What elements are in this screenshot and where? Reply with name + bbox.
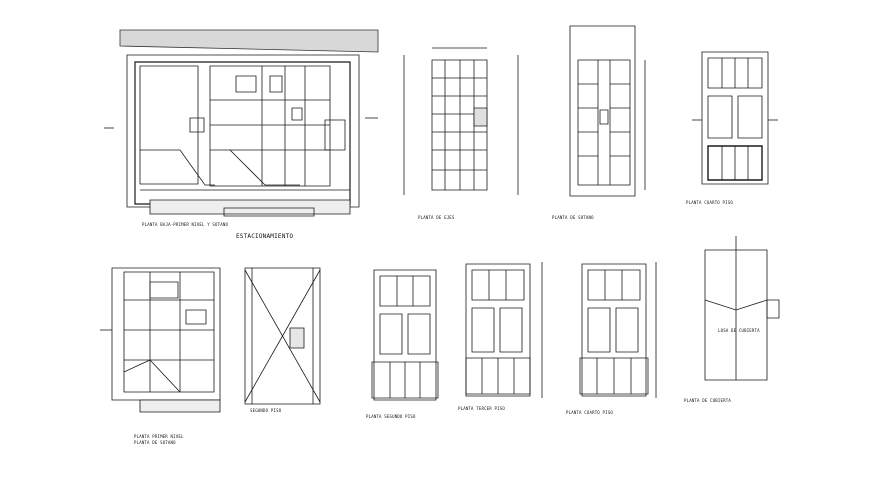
second-floor-open-plan [245,268,320,404]
fourth-floor-b-label: PLANTA CUARTO PISO [566,410,613,415]
second-floor-plan [372,270,438,400]
fourth-floor-label: PLANTA CUARTO PISO [686,200,733,205]
third-floor-plan [466,262,542,398]
third-floor-label: PLANTA TERCER PISO [458,406,505,411]
ground-floor-plan [104,30,378,216]
ground-floor-label: PLANTA BAJA-PRIMER NIVEL Y SOTANO [142,222,229,227]
fourth-floor-plan [692,52,778,184]
roof-note: LOSA DE CUBIERTA [718,328,760,333]
ground-floor-sublabel: ESTACIONAMIENTO [236,233,294,240]
axis-grid-plan [404,48,518,195]
parking-label: PLANTA DE SOTANO [552,215,594,220]
second-floor-open-label: SEGUNDO PISO [250,408,282,413]
second-floor-label: PLANTA SEGUNDO PISO [366,414,416,419]
columns-label: PLANTA DE EJES [418,215,455,220]
first-floor-plan [100,268,220,412]
first-floor-sublabel: PLANTA DE SOTANO [134,440,176,445]
parking-plan [570,26,645,196]
fourth-floor-b-plan [580,262,656,398]
first-floor-label: PLANTA PRIMER NIVEL [134,434,184,439]
roof-plan [705,236,779,380]
roof-label: PLANTA DE CUBIERTA [684,398,731,403]
